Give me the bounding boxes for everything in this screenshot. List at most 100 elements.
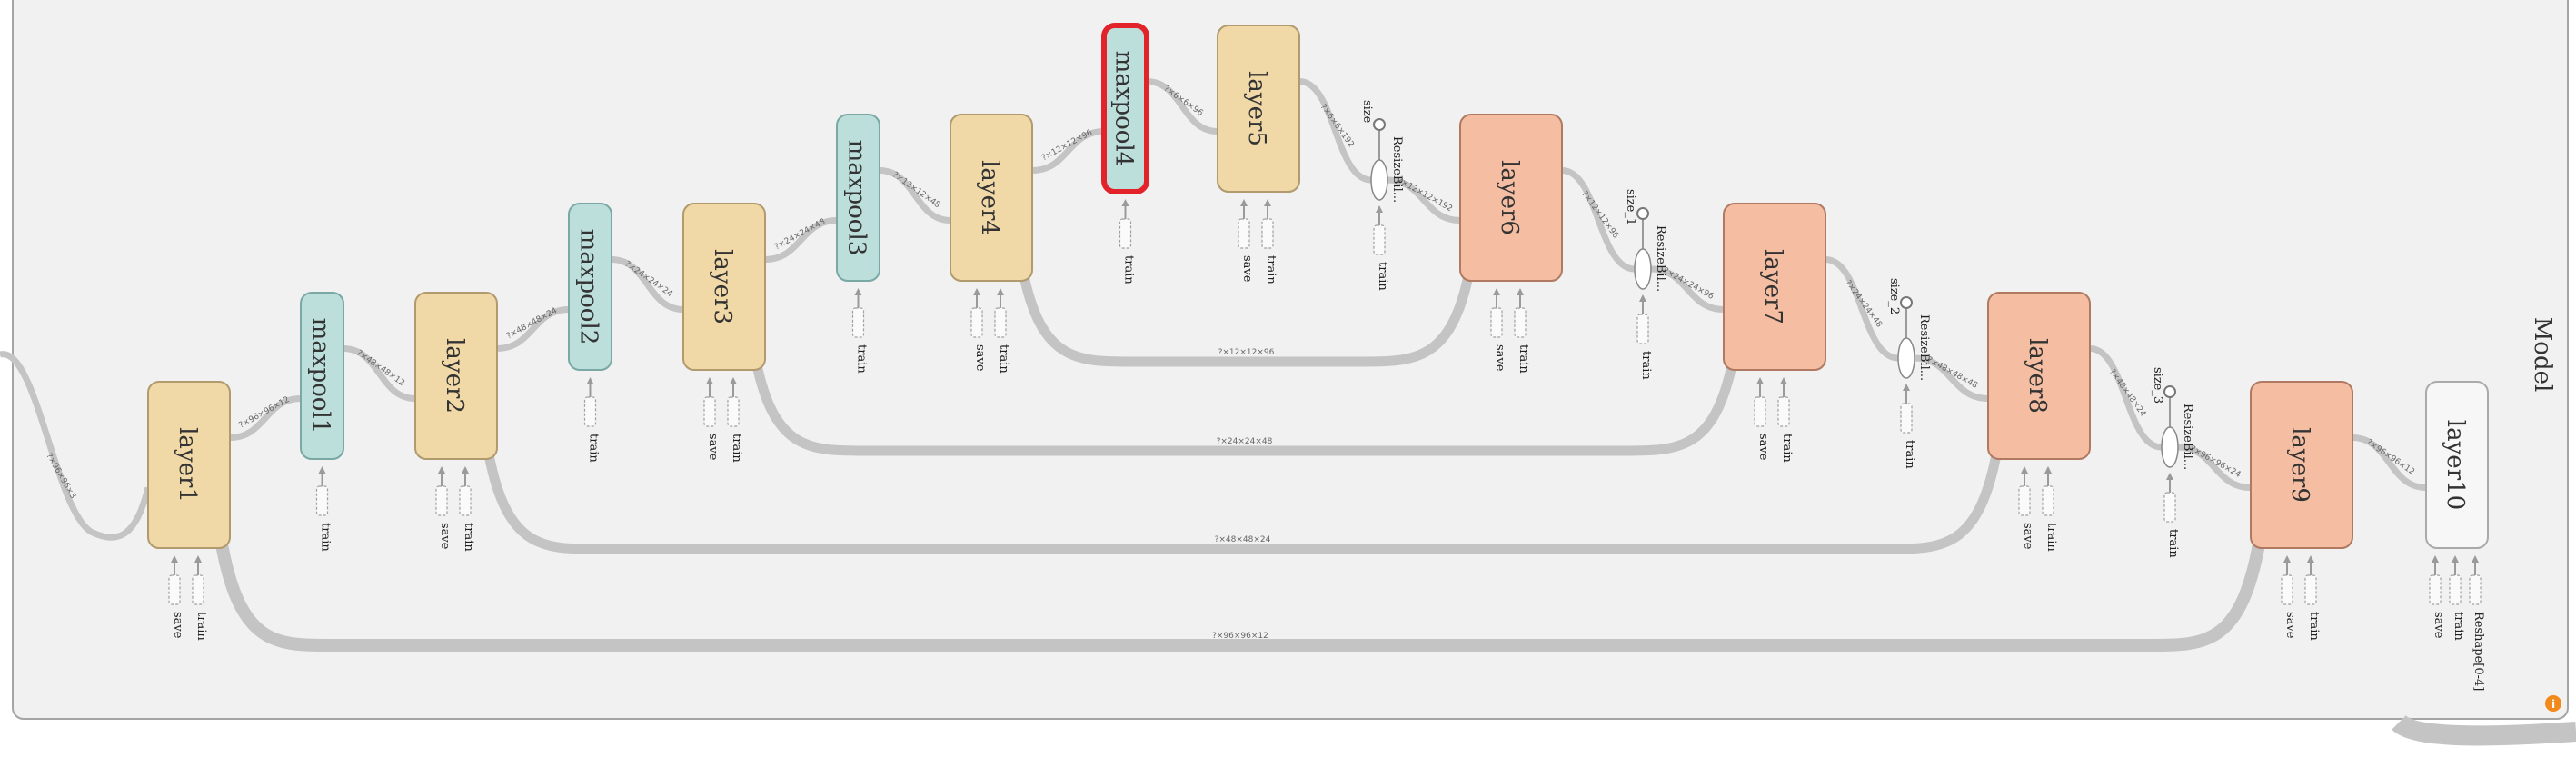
node-layer8[interactable] [1987, 292, 2091, 460]
resize-op-label: ResizeBil... [1654, 225, 1667, 292]
node-layer5[interactable] [1217, 25, 1300, 193]
size-label: size_2 [1887, 278, 1901, 314]
resize-op-label: ResizeBil... [2181, 404, 2194, 470]
aux-node-train[interactable] [459, 485, 472, 516]
skip-edge-label: ?×48×48×24 [1215, 535, 1271, 544]
node-label-maxpool1: maxpool1 [307, 318, 334, 434]
resize-op-node[interactable] [1370, 159, 1388, 201]
aux-node-train[interactable] [2449, 574, 2462, 605]
size-const-node[interactable] [1636, 207, 1649, 220]
size-const-node[interactable] [1900, 296, 1913, 309]
aux-node-save[interactable] [2429, 574, 2442, 605]
output-edge [2392, 714, 2576, 746]
info-icon[interactable]: i [2545, 695, 2561, 712]
edge-maxpool1-layer2 [343, 345, 416, 402]
aux-node-train[interactable] [2304, 574, 2317, 605]
node-layer4[interactable] [950, 114, 1033, 282]
aux-label-train: train [1780, 434, 1794, 463]
aux-label-train: train [462, 523, 475, 552]
size-const-node[interactable] [2163, 385, 2176, 398]
node-label-layer5: layer5 [1243, 71, 1270, 146]
aux-node-train[interactable] [994, 307, 1007, 338]
edge-layer3-maxpool3 [764, 217, 838, 263]
aux-node-save[interactable] [703, 396, 716, 427]
node-maxpool3[interactable] [836, 114, 880, 282]
arrow-icon [171, 555, 178, 563]
edge-resize3-layer8 [1914, 354, 1989, 402]
skip-edge-layer2-layer8 [482, 449, 2003, 554]
aux-node-train[interactable] [727, 396, 740, 427]
arrow-icon [438, 466, 445, 474]
aux-label-save: save [1493, 344, 1507, 372]
aux-node-save[interactable] [1238, 218, 1250, 249]
node-label-layer4: layer4 [976, 160, 1003, 235]
arrow-icon [2452, 555, 2459, 563]
aux-node-train[interactable] [192, 574, 204, 605]
node-label-layer7: layer7 [1759, 249, 1786, 324]
aux-node-save[interactable] [2018, 485, 2031, 516]
node-layer3[interactable] [682, 203, 766, 371]
aux-node-train[interactable] [2163, 492, 2176, 523]
arrow-icon [854, 288, 862, 295]
size-label: size [1360, 100, 1374, 124]
aux-node-save[interactable] [1490, 307, 1503, 338]
resize-op-node[interactable] [1634, 248, 1652, 290]
aux-node-train[interactable] [1261, 218, 1274, 249]
node-layer7[interactable] [1723, 203, 1826, 371]
aux-node-train[interactable] [583, 396, 597, 427]
arrow-icon [2166, 473, 2173, 480]
node-layer6[interactable] [1459, 114, 1563, 282]
aux-node-train[interactable] [1636, 314, 1649, 344]
aux-node-reshape[interactable] [2469, 574, 2482, 605]
arrow-icon [1121, 199, 1129, 206]
aux-node-save[interactable] [970, 307, 983, 338]
aux-label-train: train [2307, 612, 2321, 641]
aux-label-save: save [1756, 434, 1770, 461]
resize-op-node[interactable] [1897, 337, 1915, 379]
node-maxpool1[interactable] [300, 292, 344, 460]
aux-label-save: save [438, 523, 452, 550]
aux-label-train: train [1264, 255, 1278, 284]
size-label: size_3 [2151, 367, 2164, 404]
arrow-icon [2472, 555, 2479, 563]
edge-layer9-layer10 [2352, 434, 2427, 491]
aux-node-train[interactable] [1900, 403, 1913, 434]
aux-node-save[interactable] [2281, 574, 2293, 605]
aux-node-train[interactable] [2042, 485, 2054, 516]
node-maxpool2[interactable] [568, 203, 612, 371]
aux-node-train[interactable] [1119, 218, 1132, 249]
edge-maxpool3-layer4 [879, 167, 951, 224]
aux-label-save: save [2021, 523, 2034, 550]
aux-node-train[interactable] [851, 307, 865, 338]
node-layer2[interactable] [414, 292, 498, 460]
size-const-node[interactable] [1373, 118, 1386, 131]
edge-resize2-layer7 [1650, 265, 1725, 313]
node-label-layer2: layer2 [441, 338, 468, 414]
arrow-icon [2021, 466, 2028, 474]
node-maxpool4[interactable] [1101, 23, 1149, 194]
arrow-icon [2432, 555, 2439, 563]
aux-label-train: train [1517, 344, 1530, 374]
node-label-maxpool4: maxpool4 [1110, 51, 1138, 167]
aux-node-save[interactable] [435, 485, 448, 516]
aux-node-train[interactable] [1777, 396, 1790, 427]
aux-node-train[interactable] [315, 485, 329, 516]
node-layer1[interactable] [147, 381, 231, 549]
aux-node-train[interactable] [1514, 307, 1527, 338]
aux-label-train: train [855, 344, 869, 374]
svg-text:i: i [2551, 698, 2555, 711]
aux-node-train[interactable] [1373, 224, 1386, 255]
aux-node-save[interactable] [1754, 396, 1766, 427]
aux-label-save: save [2432, 612, 2445, 639]
resize-op-node[interactable] [2161, 426, 2179, 468]
aux-label-save: save [973, 344, 987, 372]
edge-layer5-resize1 [1298, 78, 1372, 184]
aux-label-train: train [319, 523, 333, 552]
node-layer9[interactable] [2250, 381, 2353, 549]
node-layer10[interactable] [2425, 381, 2489, 549]
aux-node-save[interactable] [168, 574, 181, 605]
skip-edge-layer4-layer6 [1018, 270, 1475, 367]
